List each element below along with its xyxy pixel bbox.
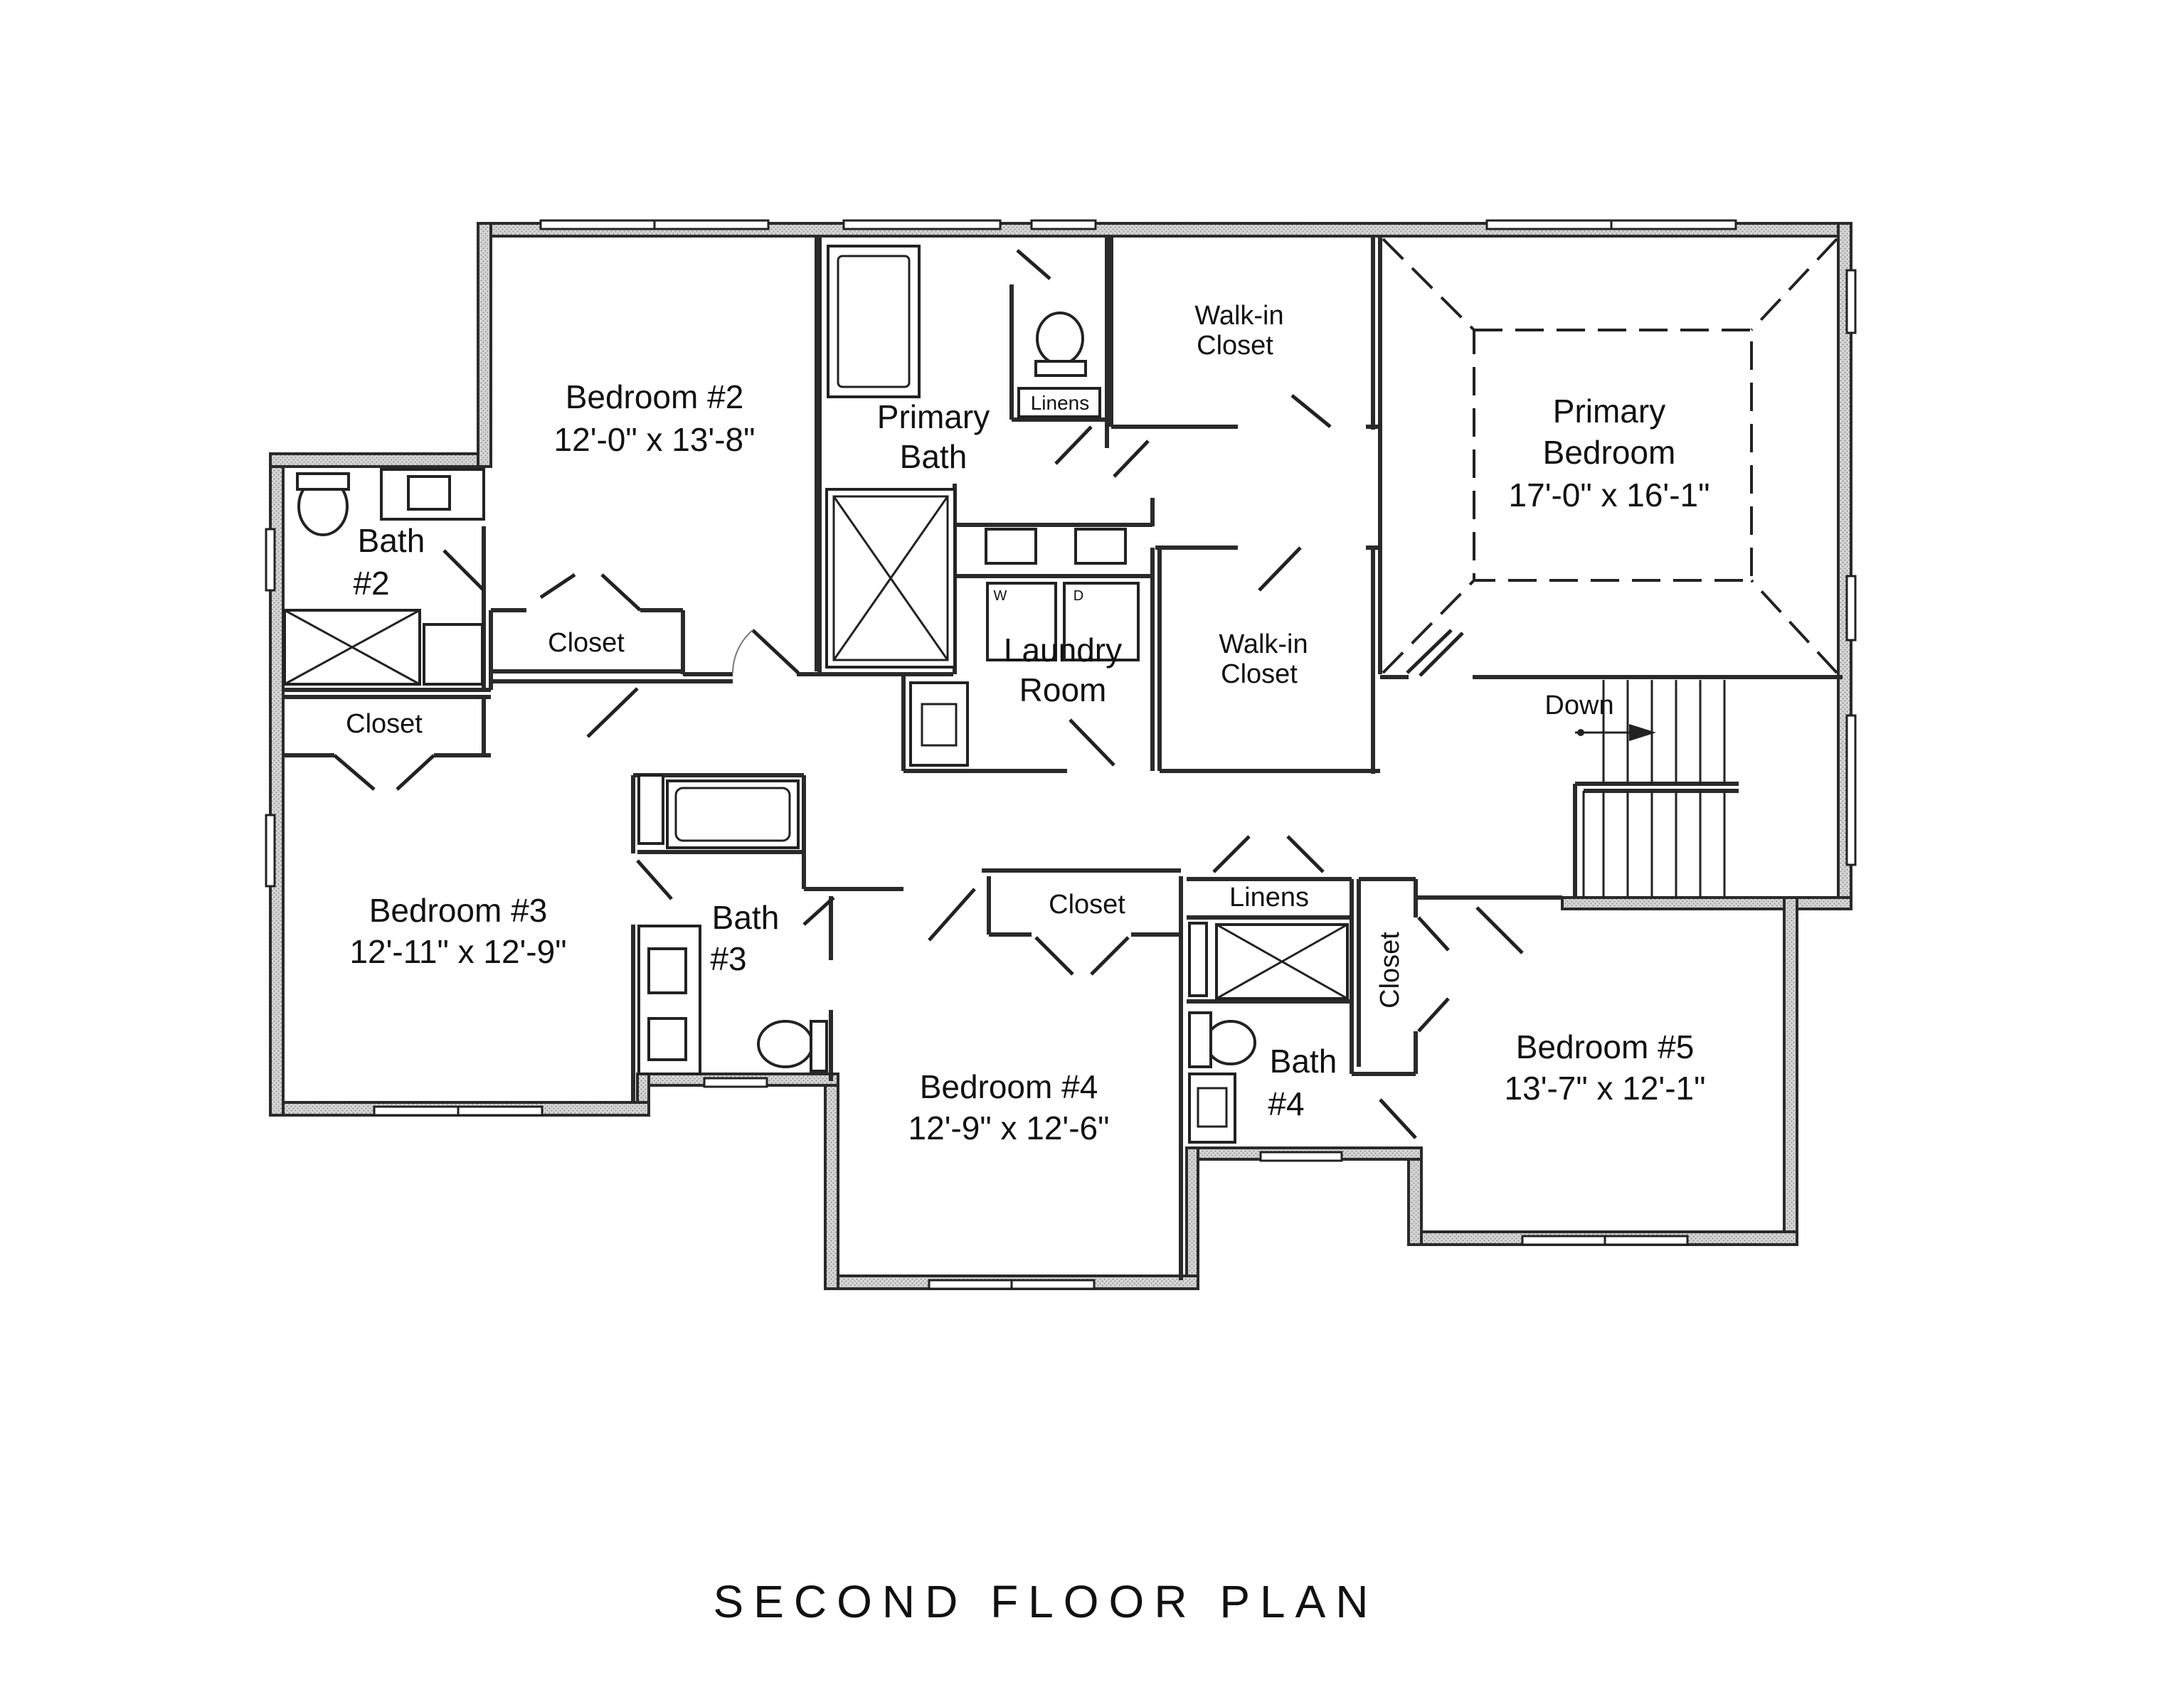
bedroom4-name: Bedroom #4 bbox=[920, 1068, 1098, 1105]
door-bath4[interactable] bbox=[1379, 1098, 1417, 1139]
closet-bed4-label: Closet bbox=[1049, 890, 1125, 920]
door-bath3-hall[interactable] bbox=[802, 896, 835, 926]
door-walkin2[interactable] bbox=[1258, 546, 1302, 592]
room-labels: Bedroom #2 12'-0" x 13'-8" Primary Bath … bbox=[346, 301, 1709, 1146]
door-closet-bed2-right[interactable] bbox=[600, 573, 642, 612]
closet-bed5-label: Closet bbox=[1375, 932, 1405, 1009]
linens-primary: Linens bbox=[1031, 392, 1090, 414]
bedroom5-size: 13'-7" x 12'-1" bbox=[1505, 1070, 1706, 1107]
door-linens-right[interactable] bbox=[1286, 835, 1325, 873]
stair-treads bbox=[1602, 680, 1726, 898]
bath3-line2: #3 bbox=[710, 940, 746, 977]
door-closet-bed2-left[interactable] bbox=[539, 573, 576, 600]
door-bath3[interactable] bbox=[636, 859, 673, 900]
stairs: Down bbox=[1544, 680, 1739, 898]
primary-bedroom-line2: Bedroom bbox=[1543, 434, 1676, 471]
primary-bedroom-line1: Primary bbox=[1553, 393, 1665, 430]
stairs-label: Down bbox=[1544, 691, 1613, 720]
door-walkin1[interactable] bbox=[1290, 394, 1332, 428]
door-closet-bed4-right[interactable] bbox=[1090, 936, 1130, 976]
fixtures bbox=[283, 245, 1349, 1144]
walkin2-line1: Walk-in bbox=[1219, 629, 1308, 659]
bath2-line1: Bath bbox=[358, 522, 425, 559]
bath4-line2: #4 bbox=[1268, 1085, 1304, 1122]
bedroom4-size: 12'-9" x 12'-6" bbox=[908, 1109, 1110, 1146]
primary-bath-line1: Primary bbox=[877, 398, 990, 435]
bath4-line1: Bath bbox=[1270, 1043, 1337, 1080]
walkin1-line1: Walk-in bbox=[1194, 301, 1283, 331]
bedroom3-size: 12'-11" x 12'-9" bbox=[349, 933, 566, 970]
door-bath2[interactable] bbox=[442, 549, 485, 592]
door-closet-bed4-left[interactable] bbox=[1034, 936, 1074, 976]
plan-title: SECOND FLOOR PLAN bbox=[713, 1576, 1378, 1627]
laundry-line2: Room bbox=[1019, 671, 1107, 708]
windows bbox=[265, 219, 1857, 1290]
door-closet-bed3-right[interactable] bbox=[396, 754, 435, 791]
tray-ceiling bbox=[1382, 238, 1838, 674]
door-bedroom4[interactable] bbox=[928, 888, 976, 942]
bedroom5-name: Bedroom #5 bbox=[1516, 1028, 1695, 1065]
door-bedroom2[interactable] bbox=[751, 629, 800, 674]
door-primary-bedroom-left[interactable] bbox=[1406, 629, 1453, 674]
bath3-line1: Bath bbox=[712, 899, 780, 936]
door-bedroom3[interactable] bbox=[586, 687, 639, 738]
bedroom2-name: Bedroom #2 bbox=[566, 378, 744, 415]
door-closet-bed5-bottom[interactable] bbox=[1417, 997, 1450, 1033]
laundry-line1: Laundry bbox=[1004, 632, 1122, 669]
bedroom2-size: 12'-0" x 13'-8" bbox=[554, 421, 756, 458]
door-primary-linens[interactable] bbox=[1054, 425, 1093, 465]
walkin2-line2: Closet bbox=[1221, 659, 1298, 689]
primary-bedroom-size: 17'-0" x 16'-1" bbox=[1509, 477, 1710, 513]
dryer-label: D bbox=[1074, 588, 1083, 604]
door-linens-left[interactable] bbox=[1212, 835, 1251, 873]
bedroom3-name: Bedroom #3 bbox=[369, 892, 548, 929]
door-closet-bed3-left[interactable] bbox=[333, 754, 376, 791]
door-primary-bath[interactable] bbox=[1113, 440, 1150, 478]
door-laundry[interactable] bbox=[1069, 718, 1115, 767]
door-primary-bedroom-right[interactable] bbox=[1419, 632, 1464, 677]
door-bedroom5[interactable] bbox=[1475, 906, 1524, 954]
closet-bed2-label: Closet bbox=[548, 628, 625, 658]
stair-arrow-icon bbox=[1629, 724, 1656, 741]
linens-hall-label: Linens bbox=[1229, 883, 1309, 912]
door-closet-bed5-top[interactable] bbox=[1417, 916, 1450, 952]
bath2-line2: #2 bbox=[353, 565, 389, 602]
doors bbox=[333, 249, 1524, 1139]
washer-label: W bbox=[994, 588, 1007, 604]
door-primary-toilet[interactable] bbox=[1016, 249, 1051, 280]
primary-bath-line2: Bath bbox=[900, 438, 968, 475]
walkin1-line2: Closet bbox=[1197, 331, 1273, 361]
closet-bed3-label: Closet bbox=[346, 709, 423, 739]
